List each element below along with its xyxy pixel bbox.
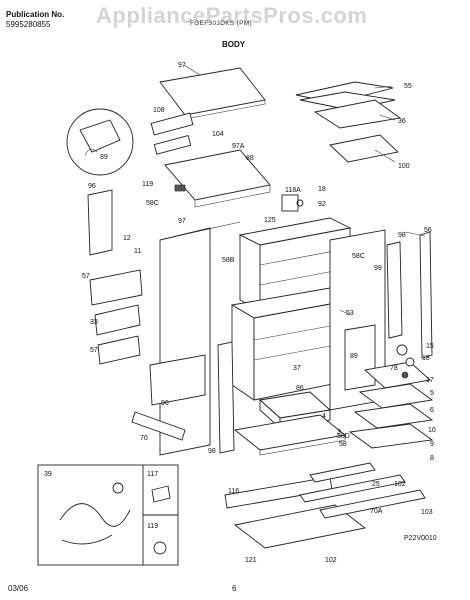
burner-plate-part [164,149,271,208]
callout-117: 117 [147,471,158,478]
callout-96: 96 [88,183,96,190]
callout-116: 116 [228,488,239,495]
callout-98b: 98 [208,448,216,455]
callout-98: 98 [398,232,406,239]
callout-70A: 70A [370,508,383,515]
drawer-base-part [233,414,347,456]
callout-108: 108 [153,107,165,114]
callout-36: 36 [398,118,406,125]
callout-88: 88 [246,155,254,162]
side-trim-part [87,189,113,256]
callout-58Cb: 58C [352,253,365,260]
oven-rack-parts [348,361,434,449]
callout-121: 121 [245,557,257,564]
inset-boxes [37,464,179,566]
callout-99: 99 [374,265,382,272]
front-frame-part [329,229,386,411]
publication-number: 5995280855 [6,20,51,29]
callout-8: 8 [430,455,434,462]
callout-11: 11 [134,248,141,255]
callout-119b: 119 [147,523,158,530]
callout-102: 102 [394,481,406,488]
watermark: AppliancePartsPros.com [96,3,368,28]
callout-25: 25 [372,481,380,488]
diagram-code: P22V0010 [404,535,437,542]
hinge-parts [281,194,304,212]
inset-detail-89 [66,108,134,176]
callout-118A: 118A [285,187,301,194]
callout-119: 119 [142,181,153,188]
callout-97b: 97 [178,218,186,225]
callout-18: 18 [318,186,326,193]
callout-56: 56 [424,227,432,234]
strip-part-70 [131,411,186,441]
callout-17: 17 [426,377,434,384]
callout-102b: 102 [325,557,337,564]
callout-5: 5 [430,390,434,397]
callout-4: 4 [322,413,326,420]
callout-89: 89 [100,154,108,161]
footer-page-number: 6 [232,584,237,593]
vent-panel-part [295,81,402,163]
callout-86: 86 [296,385,304,392]
callout-57: 57 [82,273,90,280]
callout-6: 6 [430,407,434,414]
callout-3: 3 [337,429,341,436]
callout-89b: 89 [350,353,358,360]
callout-18b: 18 [422,355,430,362]
section-title: BODY [222,40,246,49]
callout-12: 12 [123,235,131,242]
callout-53: 53 [346,310,354,317]
footer-date: 03/06 [8,584,29,593]
rear-bracket-part [149,354,206,406]
bracket-parts [150,112,194,155]
callout-37: 37 [293,365,301,372]
callout-15: 15 [426,343,434,350]
callout-104: 104 [212,131,224,138]
callout-70: 70 [140,435,148,442]
callout-96b: 96 [161,400,169,407]
top-panel-part [159,67,266,120]
publication-label: Publication No. [6,10,65,19]
right-trim-parts [386,231,433,359]
drawer-rail-parts [299,462,426,519]
leader-lines [183,64,426,316]
callout-100: 100 [398,163,410,170]
callout-58B: 58B [222,257,235,264]
left-bracket-parts [89,269,143,365]
callout-58: 58 [339,441,347,448]
callout-39: 39 [44,471,52,478]
knob-parts [396,344,415,379]
model-line: FGEF303DKS (PM) [190,20,252,27]
callout-103: 103 [421,509,433,516]
callout-55: 55 [404,83,412,90]
callout-92: 92 [318,201,326,208]
callout-58C: 58C [146,200,159,207]
callout-97A: 97A [232,143,245,150]
callout-125: 125 [264,217,276,224]
callout-10: 10 [428,427,436,434]
callout-57b: 57 [90,347,98,354]
callout-9: 9 [430,441,434,448]
callout-97: 97 [178,62,186,69]
callout-58D: 58D [337,433,350,440]
vertical-strip-96 [217,341,235,454]
callout-33: 33 [90,319,98,326]
callout-labels: 97 55 108 104 36 89 97A 88 100 119 96 58… [44,62,437,564]
callout-78: 78 [390,365,398,372]
